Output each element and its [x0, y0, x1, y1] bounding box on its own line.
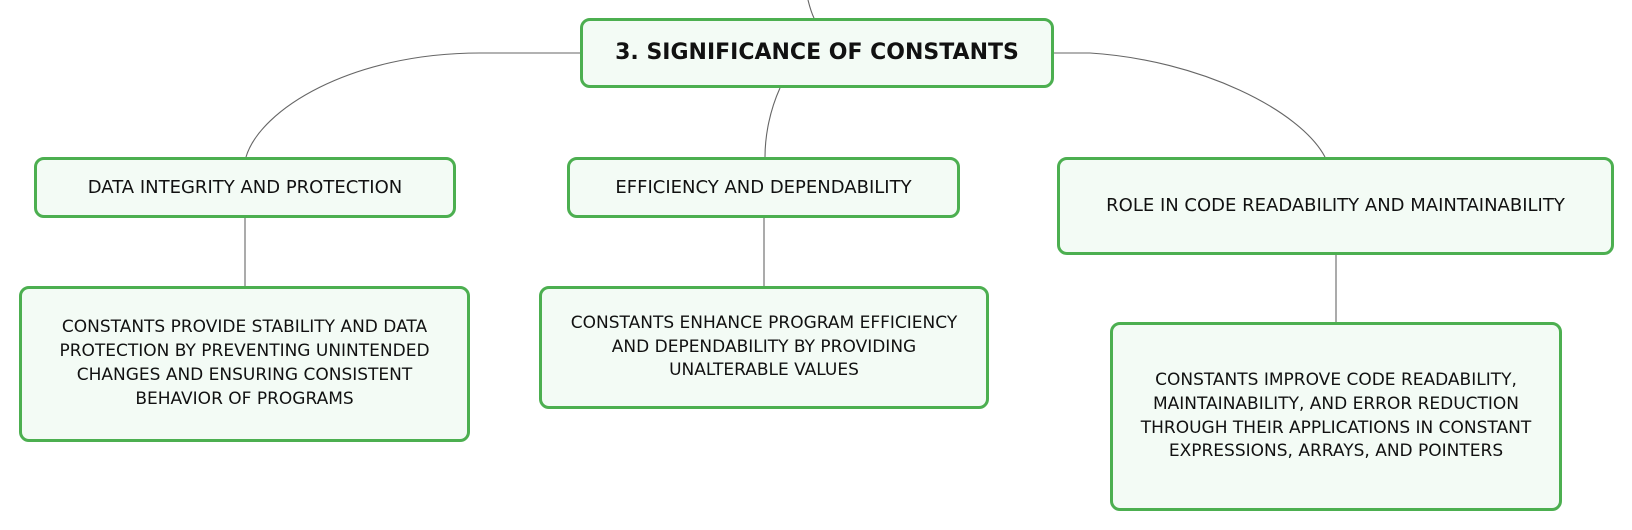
central-topic-node[interactable]: 3. SIGNIFICANCE OF CONSTANTS — [580, 18, 1054, 88]
detail-text: CONSTANTS ENHANCE PROGRAM EFFICIENCY AND… — [570, 312, 958, 381]
connector-central-to-topic-3 — [1054, 52, 1326, 158]
topic-label: EFFICIENCY AND DEPENDABILITY — [615, 176, 912, 198]
detail-node-code-readability[interactable]: CONSTANTS IMPROVE CODE READABILITY, MAIN… — [1110, 322, 1562, 511]
connector-from-parent — [807, 0, 815, 19]
connector-central-to-topic-2 — [764, 87, 781, 158]
detail-text: CONSTANTS IMPROVE CODE READABILITY, MAIN… — [1140, 369, 1532, 462]
topic-node-code-readability[interactable]: ROLE IN CODE READABILITY AND MAINTAINABI… — [1057, 157, 1614, 255]
topic-label: ROLE IN CODE READABILITY AND MAINTAINABI… — [1106, 195, 1565, 217]
detail-node-data-integrity[interactable]: CONSTANTS PROVIDE STABILITY AND DATA PRO… — [19, 286, 470, 442]
topic-label: DATA INTEGRITY AND PROTECTION — [87, 176, 403, 198]
detail-node-efficiency[interactable]: CONSTANTS ENHANCE PROGRAM EFFICIENCY AND… — [539, 286, 989, 409]
detail-text: CONSTANTS PROVIDE STABILITY AND DATA PRO… — [59, 317, 430, 409]
central-topic-label: 3. SIGNIFICANCE OF CONSTANTS — [615, 39, 1019, 65]
topic-node-efficiency[interactable]: EFFICIENCY AND DEPENDABILITY — [567, 157, 960, 218]
connector-central-to-topic-1 — [245, 52, 580, 158]
topic-node-data-integrity[interactable]: DATA INTEGRITY AND PROTECTION — [34, 157, 456, 218]
